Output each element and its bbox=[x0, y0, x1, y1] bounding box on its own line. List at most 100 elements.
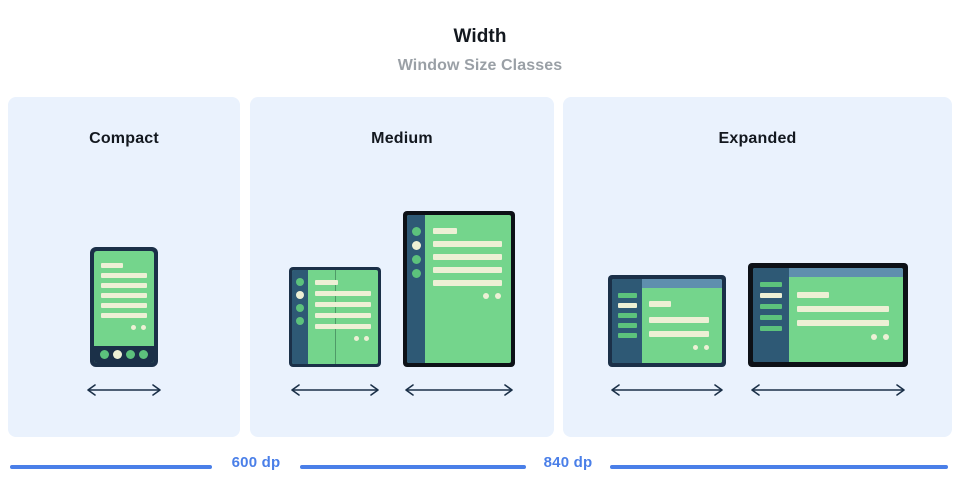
content-bar bbox=[101, 293, 147, 298]
width-arrow-phone bbox=[85, 383, 163, 397]
panel-compact: Compact bbox=[8, 97, 240, 437]
content-bar bbox=[433, 241, 502, 247]
app-top-bar bbox=[788, 268, 903, 277]
device-group-medium bbox=[250, 167, 554, 397]
rail-item bbox=[759, 304, 782, 309]
double-headed-arrow-icon bbox=[609, 383, 725, 397]
device-group-expanded bbox=[563, 167, 952, 397]
rail-dot-active bbox=[296, 291, 304, 299]
device-column-phone bbox=[85, 247, 163, 397]
content-bar bbox=[648, 331, 709, 337]
panel-title-expanded: Expanded bbox=[718, 130, 797, 147]
foldable-screen bbox=[292, 270, 378, 364]
rail-dot bbox=[296, 317, 304, 325]
content-dot bbox=[141, 325, 146, 330]
device-column-landscape-large bbox=[747, 263, 908, 397]
content-bar bbox=[101, 303, 147, 308]
rail-dot bbox=[412, 269, 421, 278]
panel-medium: Medium bbox=[250, 97, 554, 437]
rail-item bbox=[759, 282, 782, 287]
content-bar bbox=[101, 273, 147, 278]
content-dot bbox=[354, 336, 359, 341]
tablet-portrait-screen bbox=[407, 215, 511, 363]
width-arrow-landscape-small bbox=[609, 383, 725, 397]
panel-title-compact: Compact bbox=[89, 130, 159, 147]
measure-label-600dp: 600 dp bbox=[231, 454, 281, 471]
nav-dot bbox=[100, 350, 109, 359]
nav-dot bbox=[126, 350, 135, 359]
content-bar bbox=[315, 302, 371, 307]
device-tablet-landscape-small bbox=[607, 275, 726, 367]
app-top-bar bbox=[641, 279, 722, 288]
measure-line-middle bbox=[300, 465, 526, 469]
content-dot bbox=[483, 293, 489, 299]
content-dot bbox=[882, 334, 889, 340]
rail-item bbox=[617, 333, 637, 338]
navigation-rail bbox=[407, 215, 425, 363]
device-foldable-dual-pane bbox=[289, 267, 381, 367]
content-bar bbox=[101, 283, 147, 288]
measure-line-right bbox=[610, 465, 948, 469]
width-arrow-foldable bbox=[289, 383, 381, 397]
device-column-foldable bbox=[289, 267, 381, 397]
double-headed-arrow-icon bbox=[85, 383, 163, 397]
rail-item-active bbox=[617, 303, 637, 308]
rail-item bbox=[617, 293, 637, 298]
content-bar bbox=[101, 313, 147, 318]
content-bar bbox=[315, 280, 338, 285]
rail-dot bbox=[296, 304, 304, 312]
content-dot bbox=[131, 325, 136, 330]
content-dot bbox=[495, 293, 501, 299]
content-bar bbox=[433, 280, 502, 286]
content-dot bbox=[703, 345, 709, 350]
content-bar bbox=[315, 313, 371, 318]
phone-screen bbox=[94, 251, 154, 363]
breakpoint-measures: 600 dp 840 dp bbox=[0, 452, 960, 488]
device-group-compact bbox=[8, 167, 240, 397]
device-column-tablet-portrait bbox=[403, 211, 515, 397]
content-bar bbox=[433, 254, 502, 260]
diagram-header: Width Window Size Classes bbox=[0, 0, 960, 75]
rail-item bbox=[759, 315, 782, 320]
content-dot bbox=[364, 336, 369, 341]
width-arrow-landscape-large bbox=[749, 383, 907, 397]
rail-item bbox=[617, 313, 637, 318]
phone-bottom-nav bbox=[94, 346, 154, 363]
page-subtitle: Window Size Classes bbox=[397, 57, 563, 74]
device-tablet-portrait bbox=[403, 211, 515, 367]
content-bar bbox=[796, 292, 829, 298]
size-class-panels: Compact bbox=[8, 97, 952, 437]
tablet-landscape-small-screen bbox=[611, 279, 722, 363]
content-bar bbox=[648, 301, 671, 307]
content-bar bbox=[796, 320, 889, 326]
double-headed-arrow-icon bbox=[289, 383, 381, 397]
width-arrow-tablet-portrait bbox=[403, 383, 515, 397]
device-column-landscape-small bbox=[607, 275, 726, 397]
content-bar bbox=[796, 306, 889, 312]
content-dot bbox=[870, 334, 877, 340]
panel-expanded: Expanded bbox=[563, 97, 952, 437]
double-headed-arrow-icon bbox=[403, 383, 515, 397]
measure-label-840dp: 840 dp bbox=[543, 454, 593, 471]
content-bar bbox=[315, 291, 371, 296]
content-bar bbox=[101, 263, 123, 268]
rail-item bbox=[617, 323, 637, 328]
content-bar bbox=[315, 324, 371, 329]
device-tablet-landscape-large bbox=[747, 263, 908, 367]
double-headed-arrow-icon bbox=[749, 383, 907, 397]
rail-dot-active bbox=[412, 241, 421, 250]
device-phone bbox=[90, 247, 158, 367]
tablet-landscape-large-screen bbox=[752, 268, 903, 362]
page-title: Width bbox=[453, 26, 507, 47]
content-bar bbox=[648, 317, 709, 323]
rail-dot bbox=[412, 255, 421, 264]
panel-title-medium: Medium bbox=[371, 130, 433, 147]
nav-dot bbox=[139, 350, 148, 359]
navigation-rail bbox=[611, 279, 642, 363]
content-dot bbox=[692, 345, 698, 350]
rail-item-active bbox=[759, 293, 782, 298]
measure-line-left bbox=[10, 465, 212, 469]
nav-dot-active bbox=[113, 350, 122, 359]
content-bar bbox=[433, 228, 457, 234]
